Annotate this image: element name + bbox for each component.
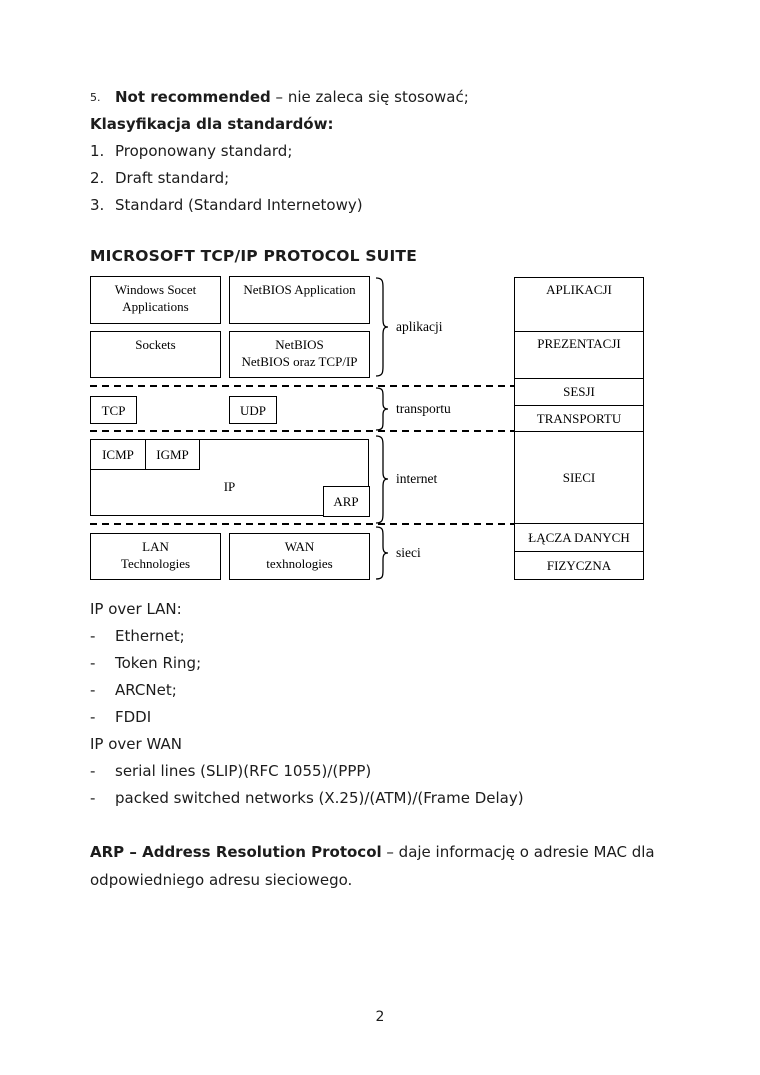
osi-cell-sesji: SESJI bbox=[515, 378, 643, 405]
list-item-text: Proponowany standard; bbox=[115, 142, 293, 160]
ip-over-lan-heading: IP over LAN: bbox=[90, 600, 182, 618]
dashed-divider bbox=[90, 430, 514, 432]
brace-sieci bbox=[375, 526, 389, 580]
lan-list-item: - FDDI bbox=[90, 704, 675, 731]
tcpip-protocol-suite-diagram: Windows Socet Applications NetBIOS Appli… bbox=[89, 273, 646, 585]
box-lan-technologies: LAN Technologies bbox=[90, 533, 221, 580]
list-item-text: Standard (Standard Internetowy) bbox=[115, 196, 363, 214]
page-number: 2 bbox=[375, 1009, 385, 1025]
arp-paragraph: ARP – Address Resolution Protocol – daje… bbox=[90, 838, 675, 894]
list-item-text: FDDI bbox=[115, 708, 152, 726]
box-windows-socket-applications: Windows Socet Applications bbox=[90, 276, 221, 324]
bullet-dash: - bbox=[90, 789, 96, 807]
osi-cell-prezentacji: PREZENTACJI bbox=[515, 331, 643, 378]
list-item-5: 5. Not recommended – nie zaleca się stos… bbox=[90, 84, 675, 111]
page-content: 5. Not recommended – nie zaleca się stos… bbox=[89, 84, 675, 894]
arp-paragraph-line1: ARP – Address Resolution Protocol – daje… bbox=[90, 838, 675, 866]
list-item-text: Ethernet; bbox=[115, 627, 185, 645]
box-netbios-application: NetBIOS Application bbox=[229, 276, 370, 324]
box-text: NetBIOS oraz TCP/IP bbox=[241, 354, 358, 369]
list-item-2: 2. Draft standard; bbox=[90, 165, 675, 192]
bullet-dash: - bbox=[90, 654, 96, 672]
arp-paragraph-line2: odpowiedniego adresu sieciowego. bbox=[90, 871, 353, 889]
bullet-dash: - bbox=[90, 681, 96, 699]
list-number: 3. bbox=[90, 196, 105, 214]
box-text: NetBIOS bbox=[275, 337, 324, 352]
list-item-text: packed switched networks (X.25)/(ATM)/(F… bbox=[115, 789, 524, 807]
box-icmp: ICMP bbox=[89, 438, 147, 470]
list-number: 1. bbox=[90, 142, 105, 160]
item5-rest-text: – nie zaleca się stosować; bbox=[270, 88, 469, 106]
list-item-text: Draft standard; bbox=[115, 169, 230, 187]
osi-cell-aplikacji: APLIKACJI bbox=[546, 282, 612, 297]
list-number: 5. bbox=[90, 91, 101, 104]
item5-bold-text: Not recommended bbox=[115, 88, 271, 106]
wan-list-item: - packed switched networks (X.25)/(ATM)/… bbox=[90, 785, 675, 812]
osi-cell-transportu: TRANSPORTU bbox=[515, 405, 643, 431]
box-text: LAN bbox=[142, 539, 169, 554]
brace-transportu bbox=[375, 387, 389, 431]
ip-over-wan-heading: IP over WAN bbox=[90, 735, 182, 753]
diagram-title: MICROSOFT TCP/IP PROTOCOL SUITE bbox=[90, 247, 417, 265]
box-sockets: Sockets bbox=[90, 331, 221, 378]
list-item-text: Token Ring; bbox=[115, 654, 202, 672]
box-text: WAN bbox=[284, 539, 315, 554]
osi-cell-fizyczna: FIZYCZNA bbox=[515, 551, 643, 579]
layer-label-internet: internet bbox=[396, 471, 438, 486]
lan-list-item: - Token Ring; bbox=[90, 650, 675, 677]
lan-list-item: - ARCNet; bbox=[90, 677, 675, 704]
list-item-3: 3. Standard (Standard Internetowy) bbox=[90, 192, 675, 219]
layer-label-aplikacji: aplikacji bbox=[396, 319, 443, 334]
osi-cell-lacza-danych: ŁĄCZA DANYCH bbox=[515, 523, 643, 551]
osi-layer-column: APLIKACJI PREZENTACJI SESJI TRANSPORTU S… bbox=[514, 277, 644, 580]
box-igmp: IGMP bbox=[145, 438, 200, 470]
classification-heading: Klasyfikacja dla standardów: bbox=[90, 115, 334, 133]
bullet-dash: - bbox=[90, 708, 96, 726]
arp-rest-text: – daje informację o adresie MAC dla bbox=[381, 843, 655, 861]
list-item-text: ARCNet; bbox=[115, 681, 177, 699]
box-text: Sockets bbox=[135, 337, 176, 352]
brace-internet bbox=[375, 435, 389, 524]
box-netbios-oraz-tcpip: NetBIOS NetBIOS oraz TCP/IP bbox=[229, 331, 370, 378]
box-ip: ICMP IGMP IP ARP bbox=[89, 438, 370, 517]
box-tcp: TCP bbox=[90, 396, 137, 424]
lan-list-item: - Ethernet; bbox=[90, 623, 675, 650]
box-text: Technologies bbox=[120, 556, 191, 571]
dashed-divider bbox=[90, 385, 514, 387]
bullet-dash: - bbox=[90, 762, 96, 780]
list-item-1: 1. Proponowany standard; bbox=[90, 138, 675, 165]
list-number: 2. bbox=[90, 169, 105, 187]
layer-label-transportu: transportu bbox=[396, 401, 451, 416]
dashed-divider bbox=[90, 523, 514, 525]
box-arp: ARP bbox=[322, 485, 370, 517]
box-wan-technologies: WAN texhnologies bbox=[229, 533, 370, 580]
ip-label: IP bbox=[223, 479, 236, 494]
list-item-text: Not recommended – nie zaleca się stosowa… bbox=[115, 84, 469, 111]
box-udp: UDP bbox=[229, 396, 277, 424]
layer-label-sieci: sieci bbox=[396, 545, 421, 560]
box-text: Applications bbox=[122, 299, 189, 314]
arp-bold-text: ARP – Address Resolution Protocol bbox=[90, 843, 382, 861]
box-text: texhnologies bbox=[266, 556, 333, 571]
brace-aplikacji bbox=[375, 277, 389, 377]
box-text: NetBIOS Application bbox=[243, 282, 356, 297]
wan-list-item: - serial lines (SLIP)(RFC 1055)/(PPP) bbox=[90, 758, 675, 785]
list-item-text: serial lines (SLIP)(RFC 1055)/(PPP) bbox=[115, 762, 372, 780]
box-text: Windows Socet bbox=[114, 282, 197, 297]
osi-cell-sieci: SIECI bbox=[515, 431, 643, 523]
bullet-dash: - bbox=[90, 627, 96, 645]
